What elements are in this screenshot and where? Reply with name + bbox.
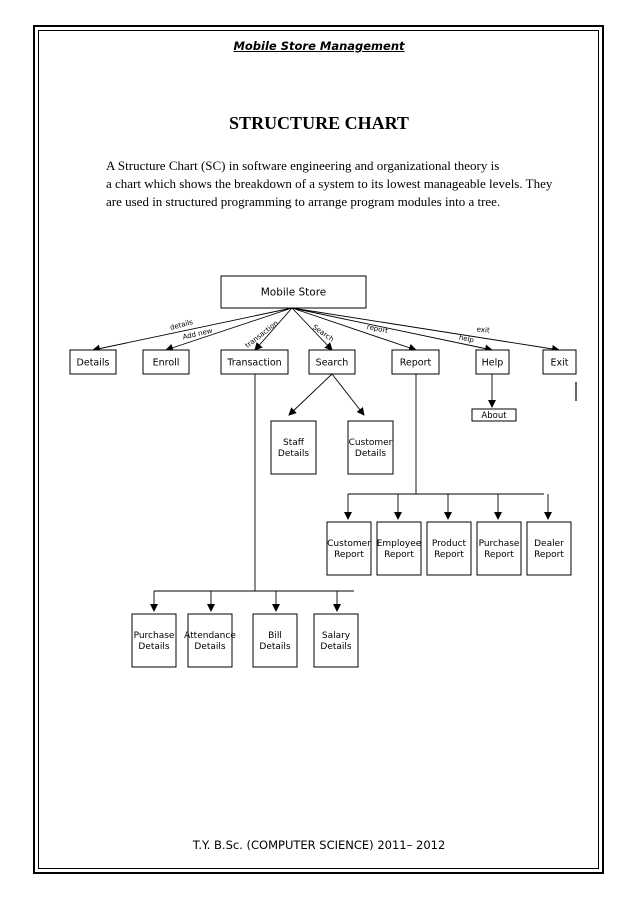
transaction-child-box-purchase-label: Purchase [134,631,175,641]
arrow-root-to-details [92,307,293,353]
page-footer: T.Y. B.Sc. (COMPUTER SCIENCE) 2011– 2012 [192,838,446,852]
module-box-help-label: Help [482,357,504,368]
customer-details-box-rect [347,420,394,475]
report-child-box-product-label: Product [432,539,467,549]
module-box-enroll-rect [142,349,190,375]
report-child-box-purchase-label: Report [484,550,514,560]
intro-paragraph: A Structure Chart (SC) in software engin… [106,157,556,211]
connector-lines [92,307,577,612]
module-box-transaction: Transaction [220,349,289,375]
root-box-mobile-store-label: Mobile Store [261,287,327,299]
transaction-child-box-attendance-label: Attendance [184,631,236,641]
report-child-box-employee-label: Employee [377,539,422,549]
about-box-rect [471,408,517,422]
report-child-box-dealer-label: Report [534,550,564,560]
transaction-child-box-purchase-label: Details [138,642,170,652]
module-box-search-label: Search [316,357,349,368]
arrow-root-to-search [291,307,333,351]
transaction-child-box-salary-label: Salary [322,631,351,641]
report-child-box-customer-rect [326,521,372,576]
page-header: Mobile Store Management [233,39,405,53]
arrow-search-to-customer [331,373,365,416]
report-child-box-purchase-label: Purchase [479,539,520,549]
arrow-search-to-staff [288,373,333,416]
arrow-root-to-help [291,307,493,353]
module-box-exit-rect [542,349,577,375]
module-box-search-rect [308,349,356,375]
report-child-box-product-label: Report [434,550,464,560]
customer-details-box-label: Details [355,449,387,459]
edge-label-transaction: transaction [244,319,280,350]
arrow-root-to-enroll [165,307,293,352]
staff-details-box-label: Details [278,449,310,459]
module-box-search: Search [308,349,356,375]
about-box-label: About [481,411,507,421]
transaction-child-box-bill-rect [252,613,298,668]
module-box-details: Details [69,349,117,375]
root-box-mobile-store: Mobile Store [220,275,367,309]
module-box-report-rect [391,349,440,375]
transaction-child-box-salary-rect [313,613,359,668]
report-child-box-dealer-label: Dealer [534,539,564,549]
staff-details-box-label: Staff [283,438,305,448]
staff-details-box-rect [270,420,317,475]
edge-label-report: report [366,323,389,335]
transaction-child-box-purchase-rect [131,613,177,668]
about-box: About [471,408,517,422]
transaction-child-box-salary-label: Details [320,642,352,652]
module-box-exit: Exit [542,349,577,375]
module-box-details-label: Details [77,357,110,368]
page-border-outer [33,25,604,874]
module-box-transaction-label: Transaction [226,357,281,368]
root-box-mobile-store-rect [220,275,367,309]
report-child-box-employee-label: Report [384,550,414,560]
module-box-enroll-label: Enroll [153,357,180,368]
report-child-box-customer-label: Report [334,550,364,560]
report-child-box-product-rect [426,521,472,576]
module-box-details-rect [69,349,117,375]
edge-label-help: help [458,334,475,345]
module-box-transaction-rect [220,349,289,375]
page-title: STRUCTURE CHART [229,113,409,133]
page-border-inner [38,30,599,869]
report-child-box-employee-rect [376,521,422,576]
paragraph-line: are used in structured programming to ar… [106,194,501,209]
customer-details-box-label: Customer [349,438,393,448]
arrow-root-to-report [291,307,417,352]
report-child-box-customer-label: Customer [327,539,371,549]
paragraph-line: a chart which shows the breakdown of a s… [106,176,553,191]
transaction-child-box-bill-label: Details [259,642,291,652]
report-child-box-dealer-rect [526,521,572,576]
edge-label-exit: exit [476,325,490,334]
transaction-child-box-attendance-rect [187,613,233,668]
transaction-child-box-attendance-label: Details [194,642,226,652]
transaction-child-box-bill-label: Bill [268,631,282,641]
module-box-help: Help [475,349,510,375]
module-box-enroll: Enroll [142,349,190,375]
arrow-root-to-exit [291,307,560,353]
module-box-help-rect [475,349,510,375]
report-child-box-purchase-rect [476,521,522,576]
arrow-root-to-transaction [254,307,293,351]
module-box-report: Report [391,349,440,375]
module-box-report-label: Report [400,357,432,368]
module-box-exit-label: Exit [551,357,569,368]
paragraph-line: A Structure Chart (SC) in software engin… [106,158,500,173]
